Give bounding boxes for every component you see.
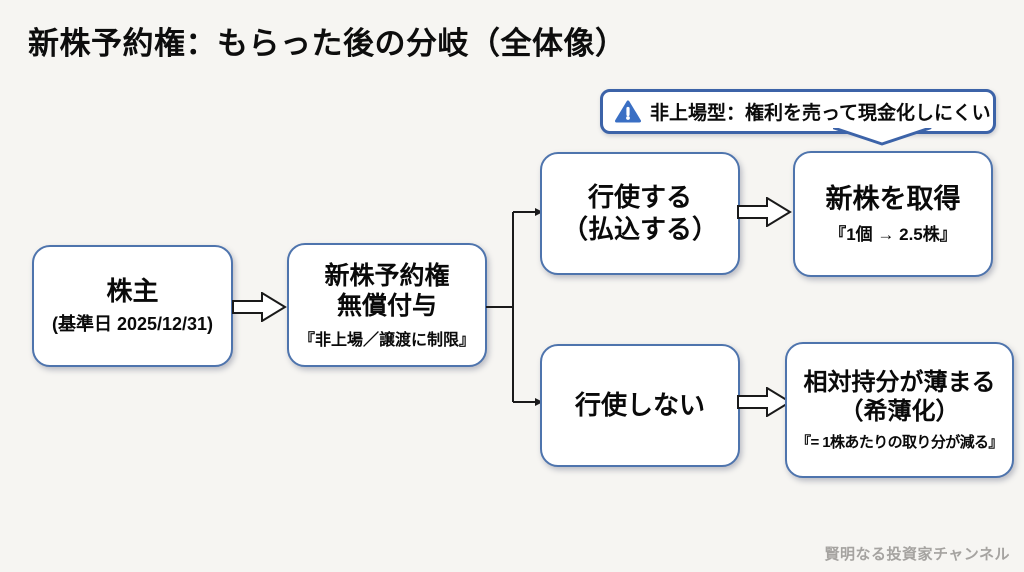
warning-callout: 非上場型：権利を売って現金化しにくい (600, 89, 996, 146)
arrowhead-top (535, 208, 543, 216)
callout-tail (833, 128, 932, 146)
warning-callout-text: 非上場型：権利を売って現金化しにくい (650, 103, 991, 124)
node-dilution: 相対持分が薄まる （希薄化） 『= 1株あたりの取り分が減る』 (785, 342, 1014, 478)
node-no-exercise: 行使しない (540, 344, 740, 467)
branch-connector (486, 208, 543, 406)
node-grant-line1: 新株予約権 (324, 261, 450, 290)
node-shareholder-note: (基準日 2025/12/31) (51, 313, 214, 334)
node-dilution-line1: 相対持分が薄まる (803, 368, 996, 396)
node-dilution-line2: （希薄化） (839, 398, 960, 425)
node-shareholder-title: 株主 (106, 276, 159, 307)
node-exercise: 行使する （払込する） (540, 152, 740, 275)
warning-triangle-icon (615, 100, 641, 123)
block-arrow-icon (737, 197, 792, 227)
watermark: 賢明なる投資家チャンネル (824, 546, 1010, 563)
block-arrow-icon (737, 387, 792, 417)
node-acquire: 新株を取得 『1個 → 2.5株』 (793, 151, 993, 277)
node-exercise-line2: （払込する） (561, 213, 718, 244)
node-shareholder: 株主 (基準日 2025/12/31) (32, 245, 233, 367)
node-no-exercise-title: 行使しない (574, 389, 705, 420)
page-title: 新株予約権：もらった後の分岐（全体像） (28, 26, 627, 61)
node-grant-line2: 無償付与 (336, 292, 437, 320)
node-grant: 新株予約権 無償付与 『非上場／譲渡に制限』 (287, 243, 487, 367)
block-arrow-icon (232, 292, 287, 322)
node-acquire-note: 『1個 → 2.5株』 (829, 225, 957, 245)
node-acquire-title: 新株を取得 (825, 183, 961, 214)
node-dilution-note: 『= 1株あたりの取り分が減る』 (796, 434, 1003, 452)
arrowhead-bottom (535, 398, 543, 406)
node-grant-note: 『非上場／譲渡に制限』 (298, 331, 475, 349)
node-exercise-line1: 行使する (587, 181, 692, 212)
